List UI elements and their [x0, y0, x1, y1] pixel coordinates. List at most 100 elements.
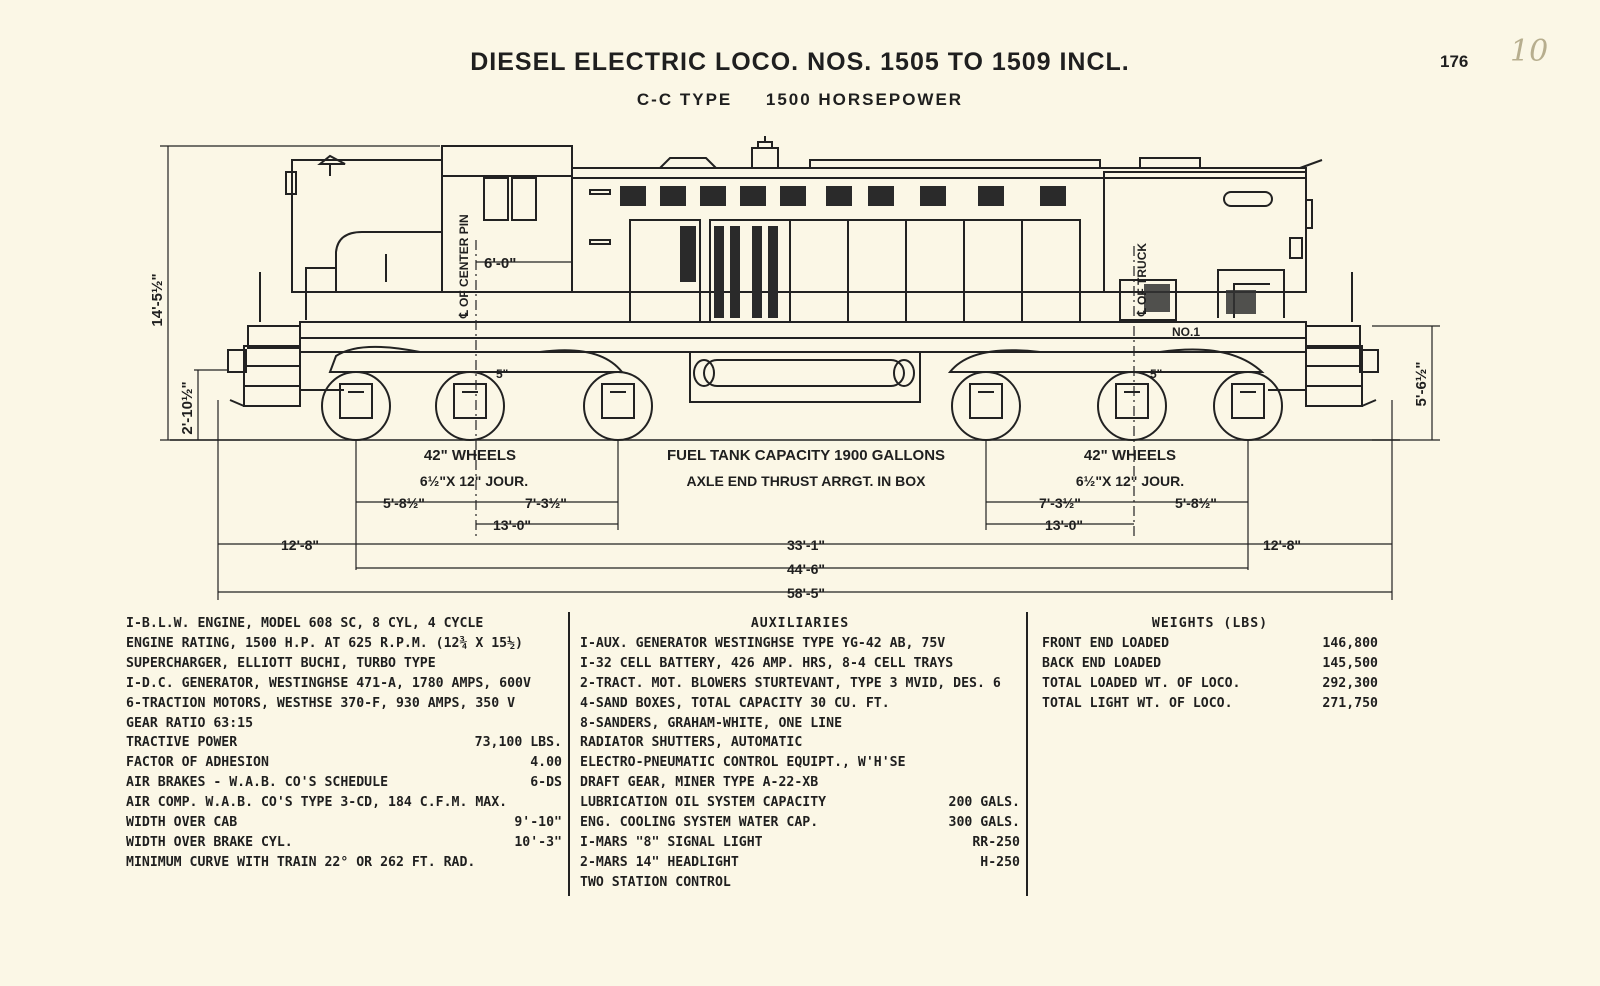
dim-height-label: 14'-5½": [149, 273, 166, 326]
auxiliary-row: RADIATOR SHUTTERS, AUTOMATIC: [580, 733, 1020, 753]
auxiliary-row: 2-TRACT. MOT. BLOWERS STURTEVANT, TYPE 3…: [580, 674, 1020, 694]
spec-label: MINIMUM CURVE WITH TRAIN 22° OR 262 FT. …: [126, 854, 476, 870]
dim-end-height-label: 5'-6½": [1413, 362, 1430, 407]
weight-row: TOTAL LIGHT WT. OF LOCO.271,750: [1042, 694, 1378, 714]
auxiliary-label: I-AUX. GENERATOR WESTINGHSE TYPE YG-42 A…: [580, 635, 946, 651]
center-lines: [475, 240, 1135, 540]
right-wheelbase-label: 13'-0": [1045, 517, 1083, 533]
auxiliary-label: I-MARS "8" SIGNAL LIGHT: [580, 834, 763, 850]
auxiliary-row: DRAFT GEAR, MINER TYPE A-22-XB: [580, 773, 1020, 793]
weight-value: 146,800: [1322, 635, 1378, 651]
auxiliary-label: 8-SANDERS, GRAHAM-WHITE, ONE LINE: [580, 715, 843, 731]
left-wheels-label: 42" WHEELS: [424, 447, 516, 464]
spec-label: AIR COMP. W.A.B. CO'S TYPE 3-CD, 184 C.F…: [126, 795, 508, 811]
spec-value: 73,100 LBS.: [474, 735, 562, 751]
weight-label: FRONT END LOADED: [1042, 635, 1170, 651]
spec-label: FACTOR OF ADHESION: [126, 755, 269, 771]
spec-row: TRACTIVE POWER 73,100 LBS.: [126, 733, 562, 753]
column-divider: [568, 612, 570, 896]
left-journal-label: 6½"X 12" JOUR.: [420, 473, 528, 489]
dimension-lines: [160, 145, 1440, 600]
auxiliary-row: TWO STATION CONTROL: [580, 873, 1020, 893]
spec-row: 6-TRACTION MOTORS, WESTHSE 370-F, 930 AM…: [126, 694, 562, 714]
auxiliary-row: ENG. COOLING SYSTEM WATER CAP. 300 GALS.: [580, 813, 1020, 833]
center-pin-label: ℄ OF CENTER PIN: [457, 214, 471, 319]
dim-step-height-label: 2'-10½": [179, 381, 196, 434]
auxiliary-value: RR-250: [972, 834, 1020, 850]
spec-label: ENGINE RATING, 1500 H.P. AT 625 R.P.M. (…: [126, 635, 523, 651]
spec-row: SUPERCHARGER, ELLIOTT BUCHI, TURBO TYPE: [126, 654, 562, 674]
left-truck: [321, 345, 653, 441]
spec-label: I-B.L.W. ENGINE, MODEL 608 SC, 8 CYL, 4 …: [126, 616, 484, 631]
spec-label: 6-TRACTION MOTORS, WESTHSE 370-F, 930 AM…: [126, 695, 516, 711]
auxiliary-row: 4-SAND BOXES, TOTAL CAPACITY 30 CU. FT.: [580, 694, 1020, 714]
auxiliary-label: RADIATOR SHUTTERS, AUTOMATIC: [580, 735, 803, 751]
auxiliary-label: 2-MARS 14" HEADLIGHT: [580, 854, 739, 870]
auxiliary-label: DRAFT GEAR, MINER TYPE A-22-XB: [580, 775, 819, 791]
right-axle-b-label: 5'-8½": [1175, 495, 1217, 511]
weight-label: TOTAL LOADED WT. OF LOCO.: [1042, 675, 1241, 691]
spec-label: I-D.C. GENERATOR, WESTINGHSE 471-A, 1780…: [126, 675, 531, 691]
spec-label: TRACTIVE POWER: [126, 735, 238, 751]
spec-label: SUPERCHARGER, ELLIOTT BUCHI, TURBO TYPE: [126, 655, 436, 671]
offset-right-label: 5": [1150, 367, 1162, 381]
left-wheelbase-label: 13'-0": [493, 517, 531, 533]
overall-length-label: 58'-5": [787, 585, 825, 600]
column-divider: [1026, 612, 1028, 896]
auxiliary-label: 4-SAND BOXES, TOTAL CAPACITY 30 CU. FT.: [580, 695, 890, 711]
auxiliary-row: I-AUX. GENERATOR WESTINGHSE TYPE YG-42 A…: [580, 634, 1020, 654]
auxiliary-label: ELECTRO-PNEUMATIC CONTROL EQUIPT., W'H'S…: [580, 755, 906, 771]
truck-center-label: ℄ OF TRUCK: [1135, 243, 1149, 317]
auxiliary-value: 200 GALS.: [948, 795, 1020, 811]
auxiliary-row: I-32 CELL BATTERY, 426 AMP. HRS, 8-4 CEL…: [580, 654, 1020, 674]
auxiliary-row: 2-MARS 14" HEADLIGHT H-250: [580, 853, 1020, 873]
left-axle-a-label: 5'-8½": [383, 495, 425, 511]
inner-length-label: 44'-6": [787, 561, 825, 577]
right-wheels-label: 42" WHEELS: [1084, 447, 1176, 464]
spec-row: GEAR RATIO 63:15: [126, 714, 562, 734]
auxiliary-label: I-32 CELL BATTERY, 426 AMP. HRS, 8-4 CEL…: [580, 655, 954, 671]
auxiliary-label: ENG. COOLING SYSTEM WATER CAP.: [580, 815, 819, 831]
truck-center-distance-label: 33'-1": [787, 537, 825, 553]
drawing-title: DIESEL ELECTRIC LOCO. NOS. 1505 TO 1509 …: [470, 48, 1130, 76]
right-overhang-label: 12'-8": [1263, 537, 1301, 553]
page-number: 176: [1440, 52, 1469, 71]
spec-label: WIDTH OVER CAB: [126, 815, 238, 831]
right-truck: [947, 348, 1283, 441]
auxiliary-row: I-MARS "8" SIGNAL LIGHT RR-250: [580, 833, 1020, 853]
spec-label: AIR BRAKES - W.A.B. CO'S SCHEDULE: [126, 775, 389, 791]
right-journal-label: 6½"X 12" JOUR.: [1076, 473, 1184, 489]
spec-row: I-D.C. GENERATOR, WESTINGHSE 471-A, 1780…: [126, 674, 562, 694]
spec-label: WIDTH OVER BRAKE CYL.: [126, 834, 293, 850]
left-axle-b-label: 7'-3½": [525, 495, 567, 511]
right-axle-a-label: 7'-3½": [1039, 495, 1081, 511]
auxiliary-label: TWO STATION CONTROL: [580, 874, 731, 890]
weight-row: TOTAL LOADED WT. OF LOCO. 292,300: [1042, 674, 1378, 694]
offset-left-label: 5": [496, 367, 508, 381]
weight-label: BACK END LOADED: [1042, 655, 1162, 671]
pencil-mark: 10: [1510, 34, 1549, 69]
spec-value: 10'-3": [514, 834, 562, 850]
spec-value: 6-DS: [530, 775, 562, 791]
spec-row: I-B.L.W. ENGINE, MODEL 608 SC, 8 CYL, 4 …: [126, 614, 562, 634]
auxiliary-row: LUBRICATION OIL SYSTEM CAPACITY 200 GALS.: [580, 793, 1020, 813]
weight-label: TOTAL LIGHT WT. OF LOCO.: [1042, 695, 1233, 711]
locomotive-elevation-drawing: 14'-5½" 2'-10½" 5'-6½" 6'-0" ℄ OF CENTER…: [149, 136, 1440, 600]
weight-value: 292,300: [1322, 675, 1378, 691]
spec-row: WIDTH OVER BRAKE CYL. 10'-3": [126, 833, 562, 853]
drawing-subtitle: C-C TYPE 1500 HORSEPOWER: [636, 90, 964, 109]
fuel-tank-note: FUEL TANK CAPACITY 1900 GALLONS: [667, 447, 945, 464]
auxiliary-value: H-250: [980, 854, 1020, 870]
spec-row: AIR BRAKES - W.A.B. CO'S SCHEDULE 6-DS: [126, 773, 562, 793]
weight-row: BACK END LOADED 145,500: [1042, 654, 1378, 674]
auxiliary-value: 300 GALS.: [948, 815, 1020, 831]
engine-specs-column: I-B.L.W. ENGINE, MODEL 608 SC, 8 CYL, 4 …: [126, 614, 562, 873]
weights-heading: WEIGHTS (LBS): [1151, 616, 1269, 631]
weight-value: 145,500: [1322, 655, 1378, 671]
auxiliary-label: LUBRICATION OIL SYSTEM CAPACITY: [580, 795, 827, 811]
spec-row: AIR COMP. W.A.B. CO'S TYPE 3-CD, 184 C.F…: [126, 793, 562, 813]
